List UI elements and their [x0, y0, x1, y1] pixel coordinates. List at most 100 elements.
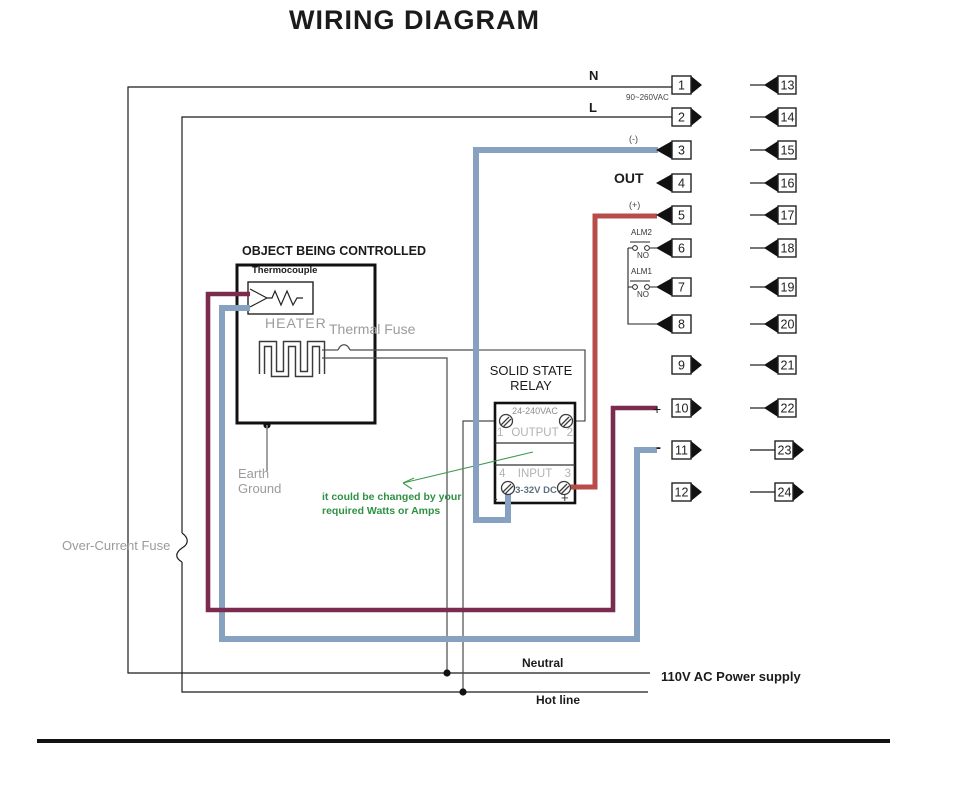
terminal-15-number: 15 [781, 144, 795, 158]
relay-input-terminal3-number: 3 [564, 468, 571, 480]
relay-screw-terminals [498, 413, 574, 496]
screw-output-1-slot [500, 416, 512, 428]
terminal-14-arrow-left-icon [764, 108, 778, 126]
relay-output1-hot-wire [462, 420, 506, 692]
terminal-21-number: 21 [781, 359, 795, 373]
hot-l-wire-upper [181, 116, 672, 533]
n-label: N [589, 68, 599, 83]
heater-label: HEATER [265, 315, 327, 331]
over-current-fuse-symbol [176, 532, 188, 563]
terminal-12-box [671, 482, 692, 502]
terminal-14-number: 14 [781, 111, 795, 125]
terminal-9-arrow-right-icon [691, 356, 702, 374]
over-current-fuse-label: Over-Current Fuse [62, 538, 171, 553]
terminal-19-box [777, 277, 797, 297]
terminal-13-box [777, 75, 797, 95]
terminal-1: 1 [671, 75, 702, 95]
terminal-23-number: 23 [778, 444, 792, 458]
terminal-1-number: 1 [678, 79, 685, 93]
terminal-19-number: 19 [781, 281, 795, 295]
terminal-3: 3 [656, 140, 692, 160]
terminal-7-arrow-left-icon [656, 278, 672, 296]
thermal-fuse-symbol [337, 344, 351, 351]
screw-input-3-slot [558, 483, 570, 495]
terminal-23-arrow-right-icon [793, 441, 804, 459]
terminal-24-arrow-right-icon [793, 483, 804, 501]
l-label: L [589, 100, 597, 115]
terminal-6-arrow-left-icon [656, 239, 672, 257]
hot-junction-dot [459, 688, 467, 696]
terminal-21: 21 [750, 355, 797, 375]
terminal-9: 9 [671, 355, 702, 375]
thermocouple-box [247, 281, 314, 315]
terminal-11-number: 11 [675, 444, 688, 458]
alm2-label: ALM2 [631, 228, 652, 237]
relay-minus-label: - [493, 490, 498, 506]
terminal-18-box [777, 238, 797, 258]
terminal-19-arrow-left-icon [764, 278, 778, 296]
earth-ground-label-line2: Ground [238, 481, 282, 496]
earth-ground-label-line1: Earth [238, 466, 270, 481]
terminal-16-box [777, 173, 797, 193]
page-title: WIRING DIAGRAM [289, 5, 540, 35]
green-note-line2: required Watts or Amps [322, 505, 441, 517]
terminal-4: 4 [656, 173, 692, 193]
blue-wire-terminal3-to-relay-input4 [473, 147, 658, 523]
terminal-14: 14 [750, 107, 797, 127]
relay-vdc-label: 3-32V DC [515, 485, 557, 496]
terminal-20-box [777, 314, 797, 334]
alm1-label: ALM1 [631, 267, 652, 276]
terminal-8-number: 8 [678, 318, 685, 332]
terminal-1-arrow-right-icon [691, 76, 702, 94]
screw-input-4 [500, 480, 516, 496]
minus-polarity-label: (-) [629, 134, 638, 144]
terminal-5: 5 [656, 205, 692, 225]
terminal-8: 8 [656, 314, 692, 334]
terminal-7: 7 [656, 277, 692, 297]
alm1-no-label: NO [637, 290, 649, 299]
terminal-10-arrow-right-icon [691, 399, 702, 417]
terminal-20-number: 20 [781, 318, 795, 332]
terminal-5-arrow-left-icon [656, 206, 672, 224]
alm2-contact-right [644, 245, 650, 251]
relay-section-dividers [495, 442, 575, 466]
neutral-n-wire [127, 86, 672, 674]
terminal-24-box [774, 482, 794, 502]
terminal-18-number: 18 [781, 242, 795, 256]
terminal-4-number: 4 [678, 177, 685, 191]
vac-range-label: 90~260VAC [626, 93, 669, 102]
terminal-4-arrow-left-icon [656, 174, 672, 192]
terminal-22-arrow-left-icon [764, 399, 778, 417]
relay-input-row: 4 INPUT 3 [499, 468, 571, 481]
terminal-3-number: 3 [678, 144, 685, 158]
terminal-20: 20 [750, 314, 797, 334]
hot-line-label: Hot line [536, 693, 580, 707]
terminal-22: 22 [750, 398, 797, 418]
terminal-9-box [671, 355, 692, 375]
relay-output-row: 1 OUTPUT 2 [497, 427, 573, 440]
terminal-2-box [671, 107, 692, 127]
alm2-no-label: NO [637, 251, 649, 260]
terminal-10-number: 10 [675, 402, 689, 416]
heater-neutral-wire [322, 357, 448, 673]
screw-output-2-slot [560, 416, 572, 428]
terminal11-minus-label: - [656, 439, 661, 456]
terminal-13: 13 [750, 75, 797, 95]
relay-input-label: INPUT [517, 468, 553, 480]
thermocouple-label: Thermocouple [252, 265, 318, 276]
thermal-fuse-label: Thermal Fuse [329, 321, 416, 337]
relay-output-label: OUTPUT [511, 427, 559, 439]
terminal-23-box [774, 440, 794, 460]
terminal-15-box [777, 140, 797, 160]
terminal-15-arrow-left-icon [764, 141, 778, 159]
terminal-6-number: 6 [678, 242, 685, 256]
terminal-23: 23 [750, 440, 804, 460]
terminal10-plus-label: + [653, 401, 662, 417]
terminal-21-box [777, 355, 797, 375]
heater-element-core [260, 342, 324, 376]
alm2-contact-left [632, 245, 638, 251]
terminal-24-number: 24 [778, 486, 792, 500]
terminal-12: 12 [671, 482, 702, 502]
